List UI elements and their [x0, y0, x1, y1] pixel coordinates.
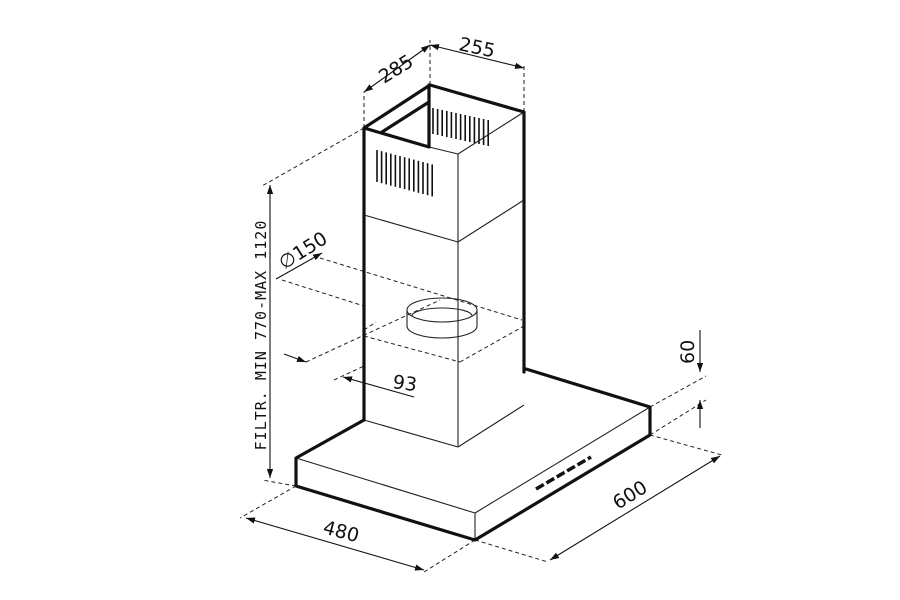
dim-label-height: FILTR. MIN 770-MAX 1120 — [252, 220, 270, 451]
duct-collar — [406, 297, 478, 339]
dim-label-255: 255 — [457, 33, 497, 62]
vent-slots-front — [376, 150, 434, 197]
dim-label-60: 60 — [677, 340, 699, 364]
dim-label-285: 285 — [375, 50, 417, 88]
canopy — [294, 367, 652, 542]
dimension-lines — [245, 44, 721, 571]
dim-label-600: 600 — [609, 476, 651, 514]
chimney — [362, 83, 526, 448]
dim-label-93: 93 — [391, 371, 418, 396]
extension-lines — [239, 40, 723, 573]
dim-label-480: 480 — [321, 517, 362, 548]
control-panel — [535, 455, 592, 491]
vent-slots-back — [432, 108, 490, 146]
dim-label-duct-diameter: ∅150 — [275, 228, 331, 275]
